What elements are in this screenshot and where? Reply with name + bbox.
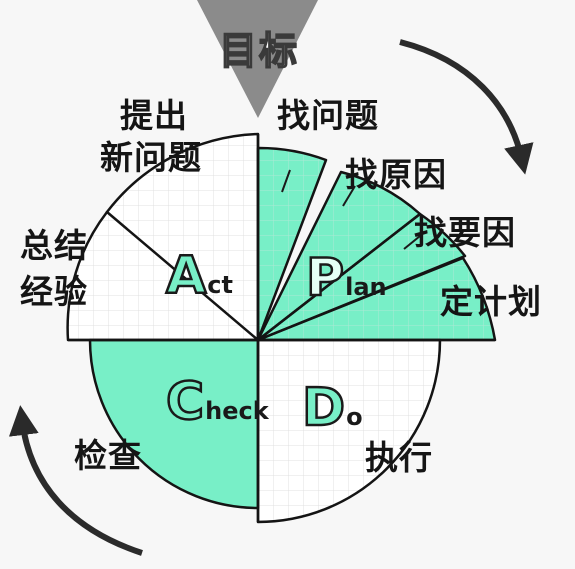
phase-act: Act <box>165 245 233 308</box>
phase-act-initial: A <box>165 245 208 308</box>
plan-sectors <box>258 147 495 340</box>
phase-check-rest: heck <box>205 397 269 425</box>
goal-label: 目标 <box>218 28 299 74</box>
phase-plan-initial: P <box>305 247 346 310</box>
check-label: 检查 <box>74 436 142 475</box>
phase-do-initial: D <box>301 377 347 440</box>
phase-check: Check <box>165 371 269 434</box>
plan-step-find-problem: 找问题 <box>277 96 379 135</box>
plan-step-make-plan: 定计划 <box>440 282 542 321</box>
cycle-arrow-bottom-left <box>8 405 143 556</box>
cycle-arrow-top-right <box>399 39 534 175</box>
act-label-line1: 提出 <box>120 96 188 135</box>
phase-plan-rest: lan <box>345 273 387 301</box>
do-label: 执行 <box>365 438 433 477</box>
phase-do: Do <box>301 377 363 440</box>
summary-label-line2: 经验 <box>20 272 88 311</box>
phase-check-initial: C <box>165 371 206 434</box>
sector-highlight-ticks <box>281 169 421 250</box>
plan-step-find-cause: 找原因 <box>345 155 447 194</box>
goal-triangle <box>197 0 318 118</box>
phase-do-rest: o <box>346 403 363 431</box>
phase-act-rest: ct <box>207 271 233 299</box>
plan-step-find-key-cause: 找要因 <box>414 213 516 252</box>
check-sector <box>90 340 258 508</box>
phase-plan: Plan <box>305 247 387 310</box>
act-label-line2: 新问题 <box>100 138 202 177</box>
summary-label-line1: 总结 <box>20 226 88 265</box>
